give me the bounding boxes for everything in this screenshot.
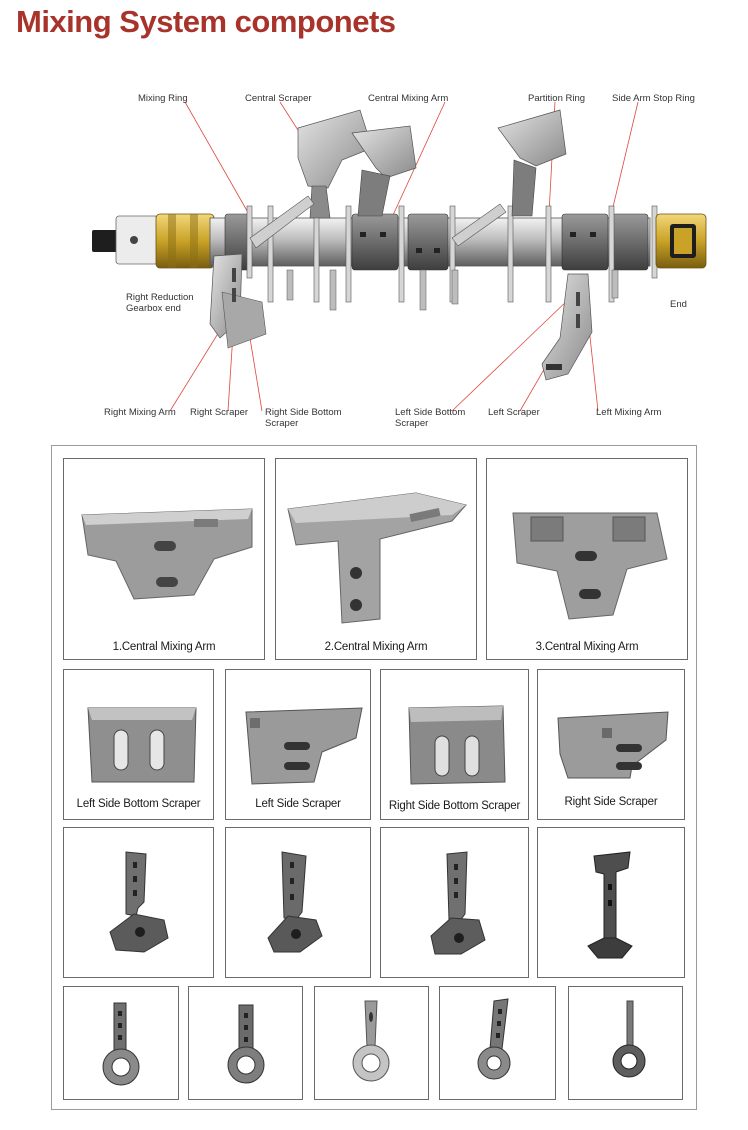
callout-central-scraper: Central Scraper xyxy=(245,93,312,104)
callout-left-side-bottom-scraper: Left Side Bottom Scraper xyxy=(395,407,466,429)
part-card-central-mixing-arm-3[interactable]: 3.Central Mixing Arm xyxy=(486,458,688,660)
part-card-central-mixing-arm-1[interactable]: 1.Central Mixing Arm xyxy=(63,458,265,660)
part-card-mixing-arm-c[interactable] xyxy=(380,827,529,978)
right-side-scraper-icon xyxy=(557,711,669,779)
part-card-ring-arm-c[interactable] xyxy=(314,986,429,1100)
part-caption: 2.Central Mixing Arm xyxy=(324,641,428,653)
shaft-illustration xyxy=(92,101,707,412)
part-card-ring-arm-a[interactable] xyxy=(63,986,179,1100)
mixing-arm-c-icon xyxy=(430,851,486,955)
part-caption: Left Side Scraper xyxy=(255,798,341,810)
ring-arm-d-icon xyxy=(477,998,511,1080)
ring-arm-b-icon xyxy=(227,1004,265,1084)
part-card-central-mixing-arm-2[interactable]: 2.Central Mixing Arm xyxy=(275,458,477,660)
part-card-left-side-bottom-scraper[interactable]: Left Side Bottom Scraper xyxy=(63,669,214,820)
callout-right-scraper: Right Scraper xyxy=(190,407,249,418)
mixing-shaft-diagram: Mixing Ring Central Scraper Central Mixi… xyxy=(90,88,730,433)
callout-left-mixing-arm: Left Mixing Arm xyxy=(596,407,662,418)
page-title: Mixing System componets xyxy=(16,4,396,39)
parts-catalog: 1.Central Mixing Arm 2.Central Mixing Ar… xyxy=(51,445,697,1110)
mixing-arm-a-icon xyxy=(109,851,169,953)
callout-central-mixing-arm: Central Mixing Arm xyxy=(368,93,449,104)
callout-left-scraper: Left Scraper xyxy=(488,407,540,418)
callout-partition-ring: Partition Ring xyxy=(528,93,586,104)
mixing-arm-b-icon xyxy=(267,851,323,953)
callout-end: End xyxy=(670,299,687,310)
left-side-scraper-icon xyxy=(245,707,363,785)
part-card-left-side-scraper[interactable]: Left Side Scraper xyxy=(225,669,371,820)
part-card-mixing-arm-a[interactable] xyxy=(63,827,214,978)
central-mixing-arm-2-icon xyxy=(287,492,467,624)
central-mixing-arm-3-icon xyxy=(512,512,668,620)
left-side-bottom-scraper-icon xyxy=(87,707,197,783)
part-card-mixing-arm-d[interactable] xyxy=(537,827,685,978)
part-caption: Left Side Bottom Scraper xyxy=(76,798,201,810)
part-card-right-side-bottom-scraper[interactable]: Right Side Bottom Scraper xyxy=(380,669,529,820)
part-card-right-side-scraper[interactable]: Right Side Scraper xyxy=(537,669,685,820)
callout-right-mixing-arm: Right Mixing Arm xyxy=(104,407,176,418)
ring-arm-e-icon xyxy=(612,1000,646,1078)
ring-arm-a-icon xyxy=(102,1002,140,1086)
central-mixing-arm-1-icon xyxy=(81,508,253,600)
callout-right-side-bottom-scraper: Right Side Bottom Scraper xyxy=(265,407,342,429)
part-caption: Right Side Scraper xyxy=(564,796,658,808)
callout-mixing-ring: Mixing Ring xyxy=(138,93,188,104)
part-caption: 3.Central Mixing Arm xyxy=(535,641,639,653)
callout-side-arm-stop-ring: Side Arm Stop Ring xyxy=(612,93,695,104)
part-card-ring-arm-b[interactable] xyxy=(188,986,303,1100)
part-card-ring-arm-e[interactable] xyxy=(568,986,683,1100)
part-card-mixing-arm-b[interactable] xyxy=(225,827,371,978)
mixing-arm-d-icon xyxy=(587,851,633,959)
right-side-bottom-scraper-icon xyxy=(408,705,506,785)
part-caption: Right Side Bottom Scraper xyxy=(388,800,521,812)
callout-right-reduction-gearbox-end: Right Reduction Gearbox end xyxy=(126,292,194,314)
part-card-ring-arm-d[interactable] xyxy=(439,986,556,1100)
ring-arm-c-icon xyxy=(352,1000,390,1082)
part-caption: 1.Central Mixing Arm xyxy=(112,641,216,653)
